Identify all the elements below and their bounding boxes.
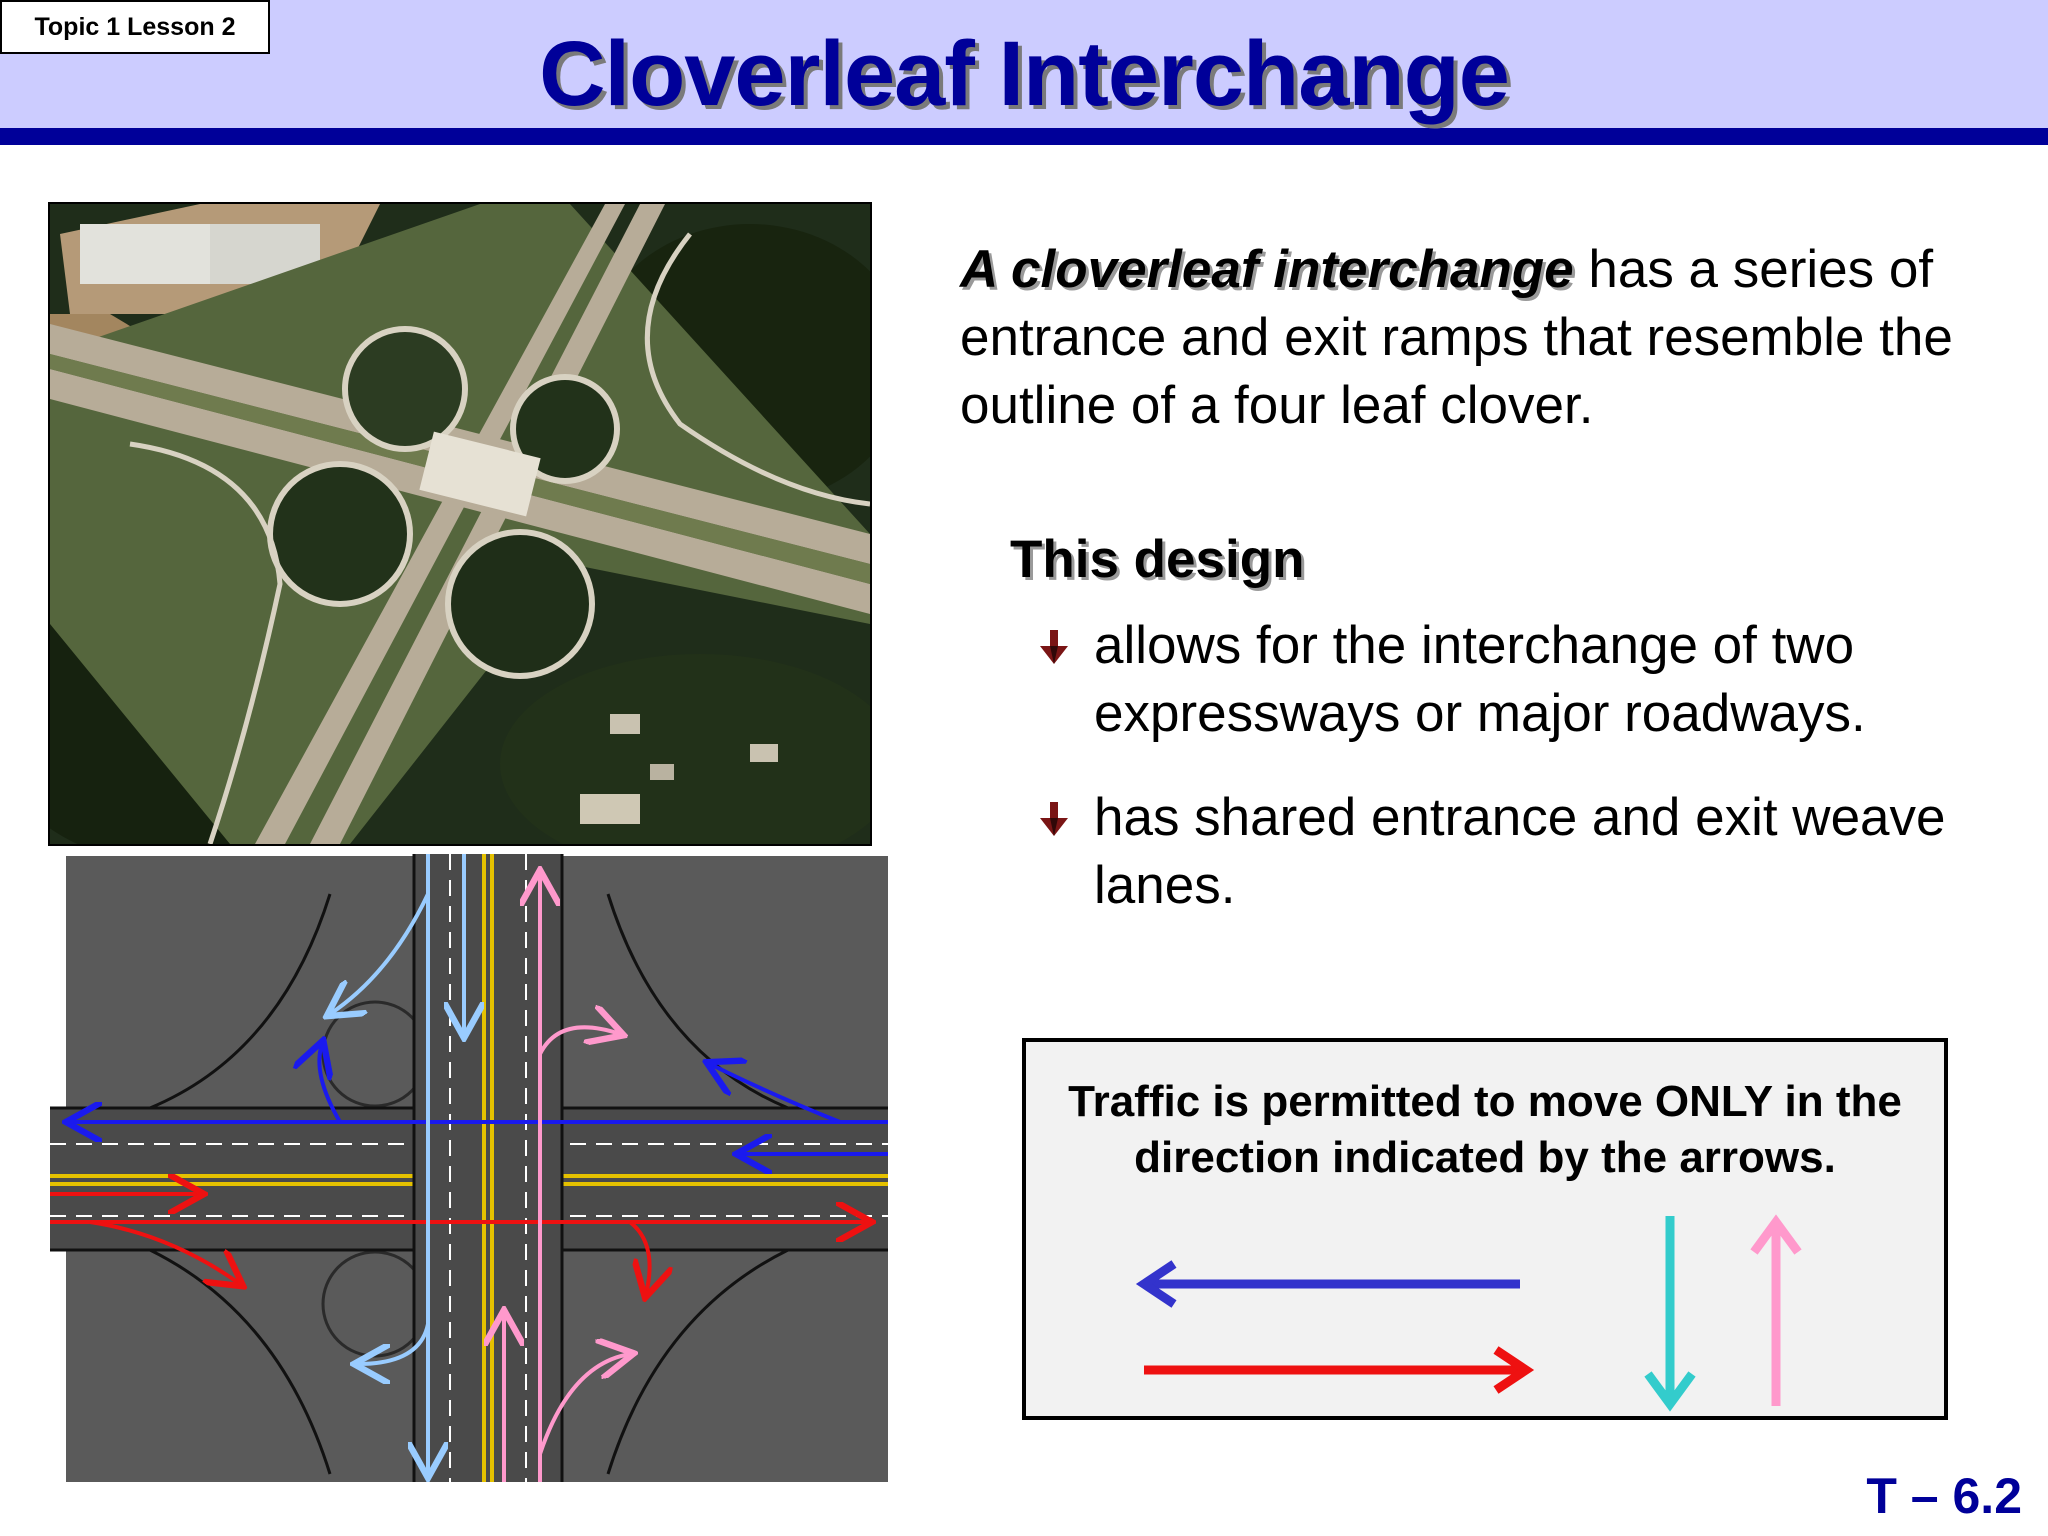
bullet-text: has shared entrance and exit weave lanes…: [1094, 788, 1946, 915]
arrow-right-icon: [1144, 1346, 1535, 1394]
arrow-bullet-icon: [1040, 802, 1068, 836]
aerial-cloverleaf-photo: [48, 202, 872, 846]
arrow-down-icon: [1644, 1216, 1696, 1412]
legend-arrows: [1135, 1214, 1802, 1412]
topic-label: Topic 1 Lesson 2: [0, 0, 270, 54]
intro-paragraph: A cloverleaf interchange has a series of…: [960, 236, 2020, 440]
direction-legend: Traffic is permitted to move ONLY in the…: [1022, 1038, 1948, 1420]
bullet-text: allows for the interchange of two expres…: [1094, 616, 1866, 743]
intro-text: has a series of entrance and exit ramps …: [960, 240, 1953, 435]
header-rule: [0, 128, 2048, 145]
arrow-left-icon: [1135, 1260, 1520, 1308]
arrow-bullet-icon: [1040, 630, 1068, 664]
legend-text: Traffic is permitted to move ONLY in the…: [1068, 1077, 1902, 1182]
arrow-up-icon: [1750, 1214, 1802, 1406]
page-title: Cloverleaf Interchange: [539, 23, 1510, 125]
cloverleaf-traffic-diagram: [50, 854, 888, 1482]
design-heading: This design: [1010, 530, 1305, 589]
intro-term: A cloverleaf interchange: [960, 240, 1574, 299]
slide-number: T – 6.2: [1866, 1468, 2022, 1524]
header-band: [0, 0, 2048, 128]
